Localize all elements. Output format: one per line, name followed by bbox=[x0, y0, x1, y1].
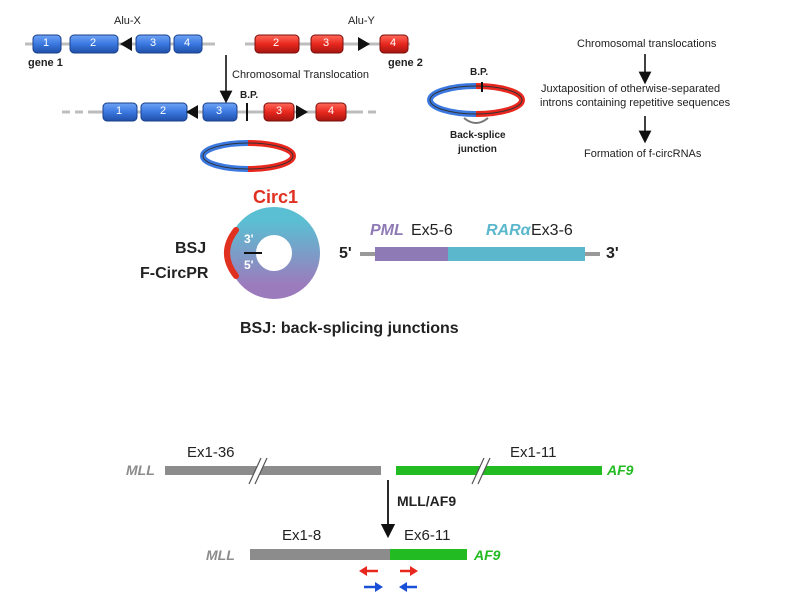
gene1-exon-3-num: 3 bbox=[150, 37, 157, 49]
fused-exon-1 bbox=[102, 102, 138, 122]
rara-label: RARα bbox=[486, 222, 531, 239]
af9-bottom-label: AF9 bbox=[474, 547, 501, 563]
gene2-exon-2 bbox=[254, 34, 300, 54]
flow-step-3: Formation of f-circRNAs bbox=[584, 148, 702, 160]
bsj-definition: BSJ: back-splicing junctions bbox=[240, 320, 459, 337]
mll-af9-fusion-label: MLL/AF9 bbox=[397, 493, 457, 509]
translocation-label: Chromosomal Translocation bbox=[232, 69, 369, 81]
rara-exon-label: Ex3-6 bbox=[531, 222, 573, 239]
alu-y-label: Alu-Y bbox=[348, 15, 375, 27]
flow-step-2-line1: Juxtaposition of otherwise-separated bbox=[541, 83, 721, 95]
af9-break-marks bbox=[471, 456, 491, 486]
fused-exon-1-num: 1 bbox=[116, 105, 123, 117]
mll-bottom-bar bbox=[250, 549, 390, 560]
mll-af9-top bbox=[165, 456, 602, 486]
circ1-five-prime: 5' bbox=[244, 258, 254, 272]
small-circrna bbox=[200, 140, 296, 172]
gene1-exon-2 bbox=[69, 34, 119, 54]
mll-top-bar bbox=[165, 466, 381, 475]
gene1-exon-4 bbox=[173, 34, 203, 54]
bsj-bracket bbox=[224, 227, 239, 279]
ex1-11-label: Ex1-11 bbox=[510, 444, 557, 461]
ex1-36-label: Ex1-36 bbox=[187, 444, 235, 461]
fused-exon-3b-num: 3 bbox=[216, 105, 223, 117]
alu-y-arrowhead bbox=[358, 37, 370, 51]
gene2-exon-3-num: 3 bbox=[323, 37, 330, 49]
pml-rara-bar bbox=[360, 247, 600, 261]
alu-x-label: Alu-X bbox=[114, 15, 141, 27]
circle-bp-label: B.P. bbox=[470, 67, 489, 78]
gene1-exon-4-num: 4 bbox=[184, 37, 191, 49]
circ1-donut bbox=[224, 207, 320, 299]
pml-exon-label: Ex5-6 bbox=[411, 222, 453, 239]
back-splice-label-1: Back-splice bbox=[450, 130, 506, 141]
gene1-exon-2-num: 2 bbox=[90, 37, 97, 49]
bar-three-prime: 3' bbox=[606, 245, 619, 262]
fused-exon-3r-num: 3 bbox=[276, 105, 283, 117]
pml-label: PML bbox=[370, 222, 404, 239]
af9-top-bar bbox=[396, 466, 602, 475]
af9-bottom-bar bbox=[390, 549, 467, 560]
fused-exon-4-red bbox=[315, 102, 347, 122]
gene2-exon-2-num: 2 bbox=[273, 37, 280, 49]
bsj-label: BSJ bbox=[175, 240, 207, 257]
fused-exon-3-blue bbox=[202, 102, 238, 122]
alu-x-arrowhead bbox=[120, 37, 132, 51]
gene2-exon-3 bbox=[310, 34, 344, 54]
rara-segment bbox=[448, 247, 585, 261]
fused-alu-arrowhead-left bbox=[186, 105, 198, 119]
mll-top-label: MLL bbox=[126, 462, 155, 478]
flow-step-2-line2: introns containing repetitive sequences bbox=[540, 97, 731, 109]
fused-exon-3-red bbox=[263, 102, 295, 122]
gene1-exon-1-num: 1 bbox=[43, 37, 50, 49]
gene1-track bbox=[25, 34, 215, 54]
gene2-label: gene 2 bbox=[388, 57, 423, 69]
fused-exon-4r-num: 4 bbox=[328, 105, 335, 117]
backsplice-circle bbox=[427, 82, 525, 124]
bar-five-prime: 5' bbox=[339, 245, 352, 262]
af9-top-label: AF9 bbox=[607, 462, 634, 478]
fused-alu-arrowhead bbox=[296, 105, 308, 119]
gene2-track bbox=[245, 34, 410, 54]
gene1-exon-3 bbox=[135, 34, 171, 54]
circ1-title: Circ1 bbox=[253, 187, 299, 207]
flow-step-1: Chromosomal translocations bbox=[577, 38, 717, 50]
mll-bottom-label: MLL bbox=[206, 547, 235, 563]
fused-exon-2-num: 2 bbox=[160, 105, 167, 117]
gene2-exon-4-num: 4 bbox=[390, 37, 397, 49]
mll-af9-bottom bbox=[250, 549, 467, 560]
circ1-three-prime: 3' bbox=[244, 232, 254, 246]
ex1-8-label: Ex1-8 bbox=[282, 527, 322, 544]
back-splice-label-2: junction bbox=[458, 144, 497, 155]
pml-segment bbox=[375, 247, 448, 261]
fused-bp-label: B.P. bbox=[240, 90, 259, 101]
gene2-exon-4 bbox=[379, 34, 409, 54]
gene1-exon-1 bbox=[32, 34, 62, 54]
fcircpr-label: F-CircPR bbox=[140, 265, 209, 282]
primer-arrows bbox=[359, 566, 418, 592]
gene1-label: gene 1 bbox=[28, 57, 63, 69]
ex6-11-label: Ex6-11 bbox=[404, 527, 451, 544]
mll-break-marks bbox=[248, 456, 268, 486]
fused-track bbox=[62, 102, 380, 122]
